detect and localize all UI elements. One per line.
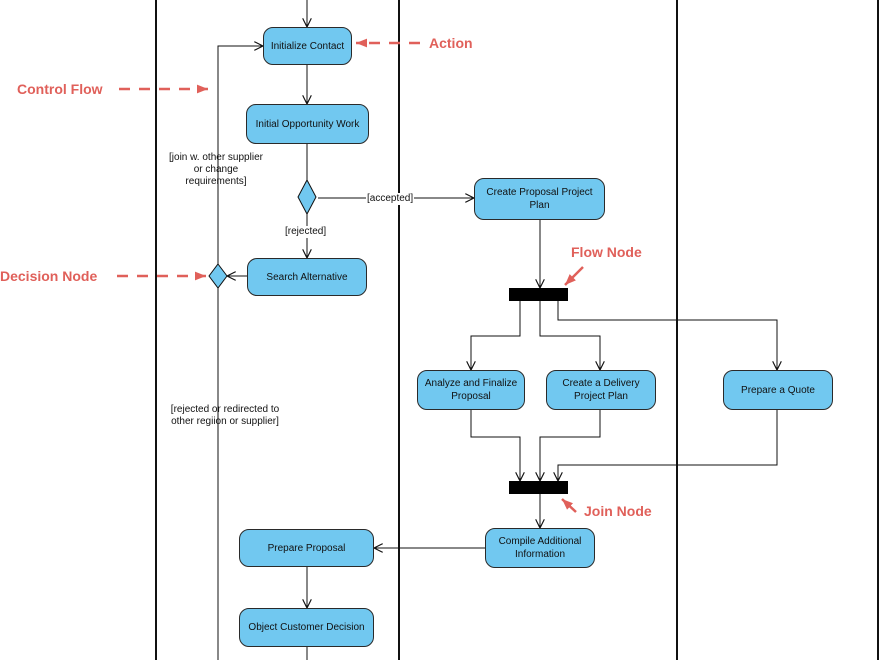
callout-join-node: Join Node (584, 503, 652, 519)
callout-arrow-join-node (561, 498, 577, 513)
fork-bar (509, 288, 568, 301)
callout-arrow-flow-node (564, 266, 584, 286)
callout-control-flow: Control Flow (17, 81, 103, 97)
callout-flow-node: Flow Node (571, 244, 642, 260)
guard-rejected: [rejected] (284, 226, 328, 238)
action-compile-additional-information[interactable]: Compile Additional Information (485, 528, 595, 568)
flow-loop-to-initialize (217, 46, 263, 264)
decision-node-search (208, 263, 228, 289)
action-initialize-contact[interactable]: Initialize Contact (263, 27, 352, 65)
action-prepare-proposal[interactable]: Prepare Proposal (239, 529, 374, 567)
flow-fork-to-delivery (539, 301, 600, 370)
guard-rejected-redirected: [rejected or redirected to other regiion… (170, 404, 280, 427)
swimlane-divider-4 (877, 0, 879, 660)
flow-fork-to-analyze (471, 301, 521, 370)
action-search-alternative[interactable]: Search Alternative (247, 258, 367, 296)
action-analyze-finalize-proposal[interactable]: Analyze and Finalize Proposal (417, 370, 525, 410)
decision-node-accept-reject (297, 178, 317, 216)
join-bar (509, 481, 568, 494)
action-create-delivery-project-plan[interactable]: Create a Delivery Project Plan (546, 370, 656, 410)
action-prepare-quote[interactable]: Prepare a Quote (723, 370, 833, 410)
flow-fork-to-quote (557, 301, 777, 370)
flow-delivery-to-join (540, 410, 601, 481)
flow-analyze-to-join (470, 410, 520, 481)
callout-action: Action (429, 35, 473, 51)
swimlane-divider-1 (155, 0, 157, 660)
guard-join-other-supplier: [join w. other supplier or change requir… (169, 152, 263, 187)
swimlane-divider-3 (676, 0, 678, 660)
flow-quote-to-join (558, 410, 778, 481)
guard-accepted: [accepted] (366, 193, 415, 205)
action-object-customer-decision[interactable]: Object Customer Decision (239, 608, 374, 647)
callout-decision-node: Decision Node (0, 268, 98, 284)
action-initial-opportunity-work[interactable]: Initial Opportunity Work (246, 104, 369, 144)
swimlane-divider-2 (398, 0, 400, 660)
action-create-proposal-project-plan[interactable]: Create Proposal Project Plan (474, 178, 605, 220)
